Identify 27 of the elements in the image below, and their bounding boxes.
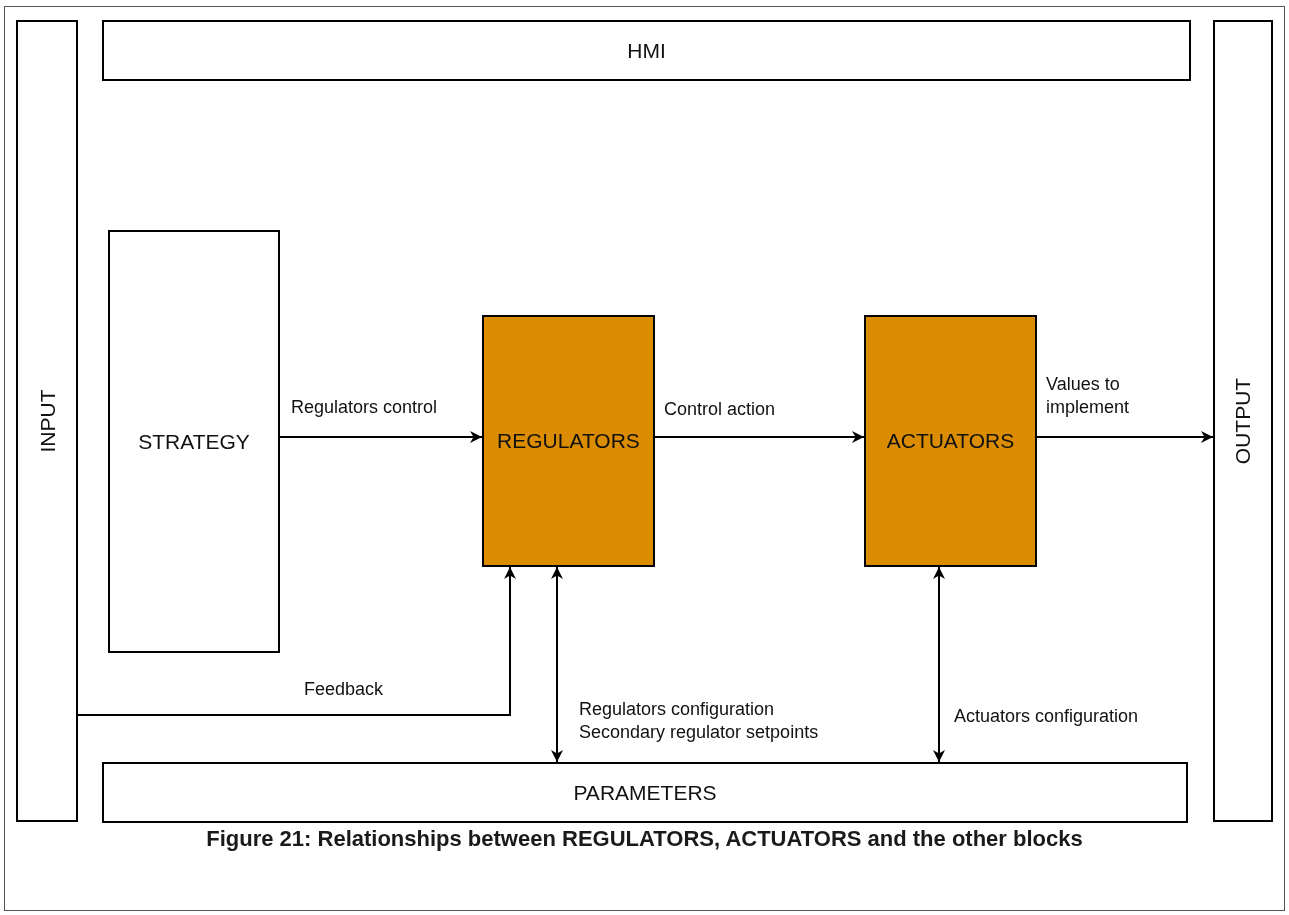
block — [102, 762, 1188, 823]
arrow — [654, 431, 865, 443]
function-block — [482, 315, 655, 567]
arrow — [1036, 431, 1214, 443]
block-label: REGULATORS — [497, 429, 640, 453]
arrow — [551, 566, 563, 763]
block-label: HMI — [627, 38, 666, 63]
edge-label: Control action — [664, 398, 776, 421]
arrow — [77, 566, 516, 716]
edge-label: Actuators configuration — [954, 705, 1139, 728]
block-label: ACTUATORS — [886, 429, 1015, 453]
block-label: STRATEGY — [138, 429, 250, 454]
edge-label: Values to implement — [1046, 373, 1131, 420]
function-block — [864, 315, 1037, 567]
figure-caption: Figure 21: Relationships between REGULATORS, ACTUATORS and the other blocks — [205, 826, 1084, 852]
edge-label: Feedback — [304, 678, 384, 701]
arrow — [933, 566, 945, 763]
block-label: INPUT — [35, 389, 59, 453]
block — [108, 230, 280, 653]
edge-label: Regulators control — [291, 396, 438, 419]
edge-label: Regulators configuration Secondary regulator setpoints — [579, 698, 820, 745]
block — [16, 20, 78, 822]
block-label: OUTPUT — [1231, 377, 1255, 465]
block-label: PARAMETERS — [573, 780, 717, 805]
block — [102, 20, 1191, 81]
block — [1213, 20, 1273, 822]
arrow — [279, 431, 483, 443]
